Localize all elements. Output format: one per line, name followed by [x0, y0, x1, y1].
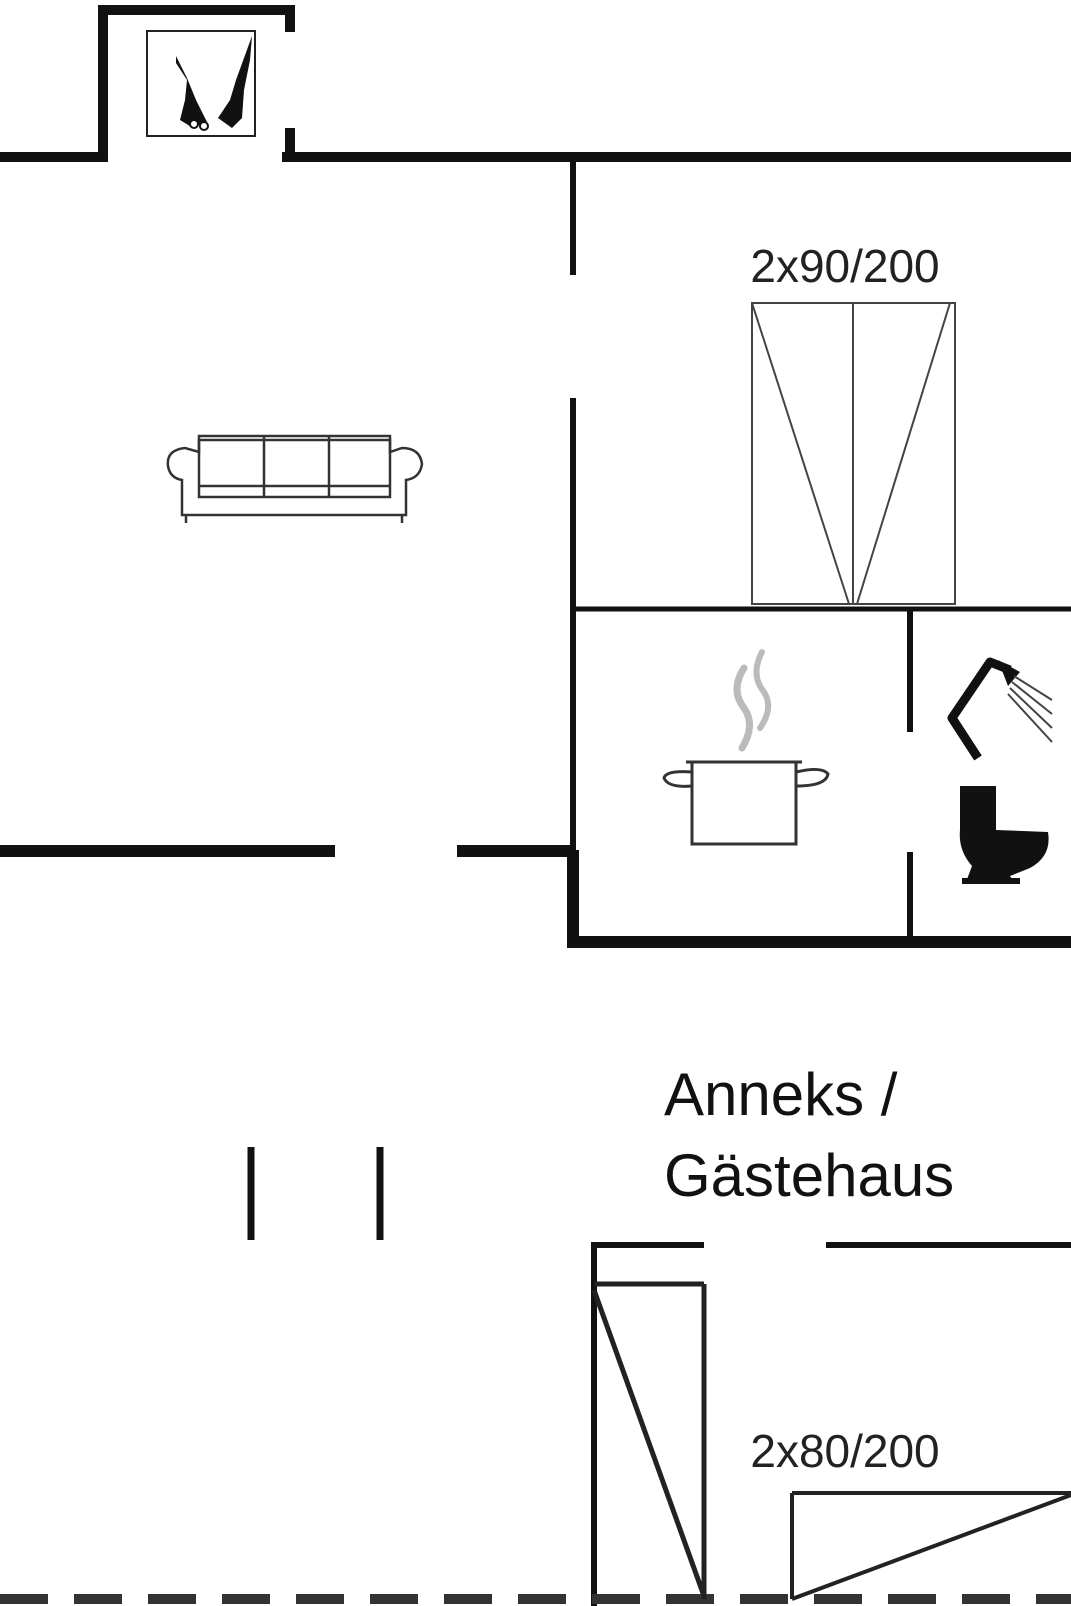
bed-icon [751, 302, 956, 605]
walls [0, 5, 1071, 1606]
annex-bed-icon [790, 1491, 1071, 1601]
annex-label-line2: Gästehaus [664, 1142, 954, 1209]
sofa-icon [166, 434, 424, 523]
shower-icon [947, 657, 1053, 761]
toilet-icon [959, 786, 1049, 884]
annex-label-line1: Anneks / [664, 1061, 898, 1128]
cooking-pot-icon [662, 649, 830, 846]
door-icon [591, 1281, 707, 1599]
fireplace-icon [146, 30, 256, 137]
bed-annex-size-label: 2x80/200 [750, 1425, 939, 1477]
bed-main-size-label: 2x90/200 [750, 240, 939, 292]
